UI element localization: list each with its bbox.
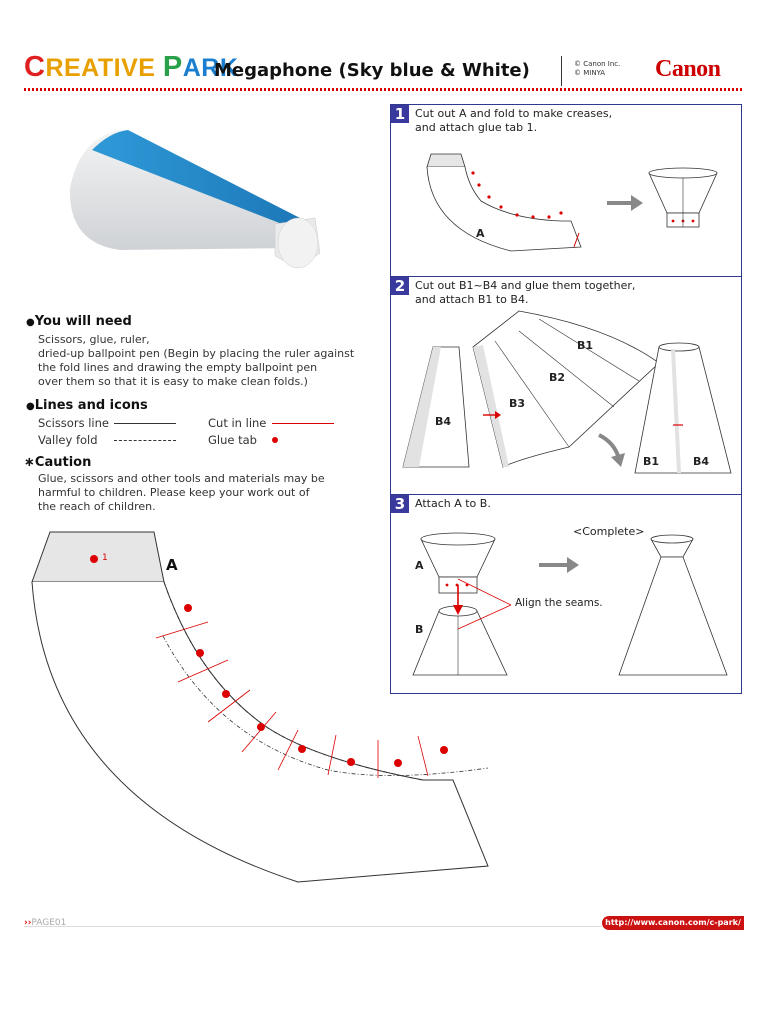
part-a-template (31, 531, 489, 883)
step-2-diagram (402, 310, 732, 474)
creative-park-logo: CREATIVE PARK (24, 51, 239, 83)
you-will-need-text: Scissors, glue, ruler, dried-up ballpoin… (38, 333, 355, 388)
glue-tab-dot-icon (272, 437, 278, 443)
step-1-number: 1 (391, 105, 409, 123)
step-2-label-b2: B2 (549, 371, 566, 384)
copyright: © Canon Inc. © MINYA (574, 60, 620, 78)
glue-tab-dot-icon (90, 555, 98, 563)
cut-in-line-sample (272, 423, 334, 424)
step-1-text: Cut out A and fold to make creases, and … (415, 107, 613, 134)
glue-tab-number: 1 (102, 553, 108, 563)
step-1-label-a: A (476, 227, 485, 240)
footer-divider (24, 926, 602, 927)
step-2-text: Cut out B1~B4 and glue them together, an… (415, 279, 636, 306)
step-1-diagram (426, 153, 718, 252)
megaphone-preview-image (69, 130, 321, 269)
valley-fold-label: Valley fold (38, 433, 98, 447)
step-2-label-b1: B1 (577, 339, 594, 352)
glue-tab-label: Glue tab (208, 433, 257, 447)
step-2-label-b4-assembled: B4 (693, 455, 710, 468)
step-3-text: Attach A to B. (415, 497, 491, 510)
step-2-label-b4: B4 (435, 415, 452, 428)
step-2-panel: 2 Cut out B1~B4 and glue them together, … (390, 276, 742, 495)
step-2-number: 2 (391, 277, 409, 295)
step-3-label-b: B (415, 623, 424, 636)
part-a-label: A (166, 556, 178, 574)
step-3-align-label: Align the seams. (515, 597, 603, 609)
you-will-need-heading: ●You will need (26, 314, 132, 329)
scissors-line-sample (114, 423, 176, 424)
header-divider (561, 56, 562, 86)
cut-in-line-label: Cut in line (208, 416, 267, 430)
copyright-canon: © Canon Inc. (574, 60, 621, 68)
step-3-complete-label: <Complete> (573, 525, 645, 538)
copyright-minya: © MINYA (574, 69, 606, 77)
step-1-panel: 1 Cut out A and fold to make creases, an… (390, 104, 742, 277)
valley-fold-sample (114, 440, 176, 441)
canon-logo: Canon (655, 56, 721, 82)
step-2-label-b1-assembled: B1 (643, 455, 660, 468)
step-3-number: 3 (391, 495, 409, 513)
lines-icons-heading: ●Lines and icons (26, 398, 148, 413)
footer-url-link[interactable]: http://www.canon.com/c-park/ (602, 916, 744, 930)
scissors-line-label: Scissors line (38, 416, 109, 430)
header-dotted-line (24, 88, 744, 91)
caution-text: Glue, scissors and other tools and mater… (38, 472, 325, 513)
page-number: ››PAGE01 (24, 918, 67, 928)
step-3-panel: 3 Attach A to B. <Complete> A B Align th… (390, 494, 742, 694)
page-title: Megaphone (Sky blue & White) (214, 60, 530, 81)
caution-heading: ∗Caution (24, 455, 92, 470)
step-3-diagram (412, 532, 728, 676)
step-2-label-b3: B3 (509, 397, 526, 410)
step-3-label-a: A (415, 559, 424, 572)
